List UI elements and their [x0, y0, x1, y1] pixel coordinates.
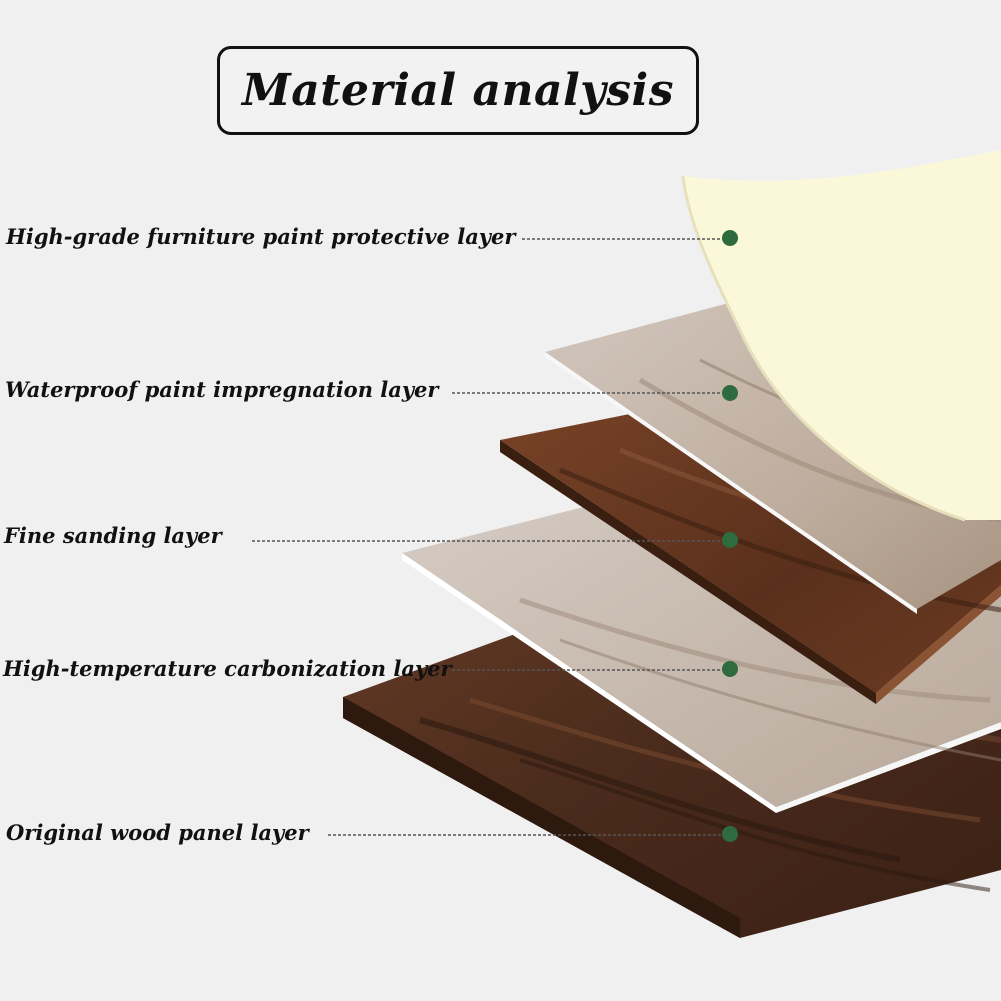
layer-label-fine-sanding: Fine sanding layer: [4, 523, 222, 548]
layer-label-waterproof-impregnation: Waterproof paint impregnation layer: [5, 377, 439, 402]
marker-dot-3: [722, 661, 738, 677]
paint-protective-layer: [681, 150, 1001, 522]
leader-lines: [252, 238, 728, 836]
marker-dot-1: [722, 385, 738, 401]
marker-dot-0: [722, 230, 738, 246]
page-title: Material analysis: [241, 65, 675, 116]
layer-label-original-wood: Original wood panel layer: [6, 820, 309, 845]
layer-label-carbonization: High-temperature carbonization layer: [3, 656, 452, 681]
marker-dot-2: [722, 532, 738, 548]
layer-label-paint-protective: High-grade furniture paint protective la…: [6, 224, 516, 249]
title-frame: Material analysis: [217, 46, 699, 135]
marker-dot-4: [722, 826, 738, 842]
layer-markers: [722, 230, 738, 842]
